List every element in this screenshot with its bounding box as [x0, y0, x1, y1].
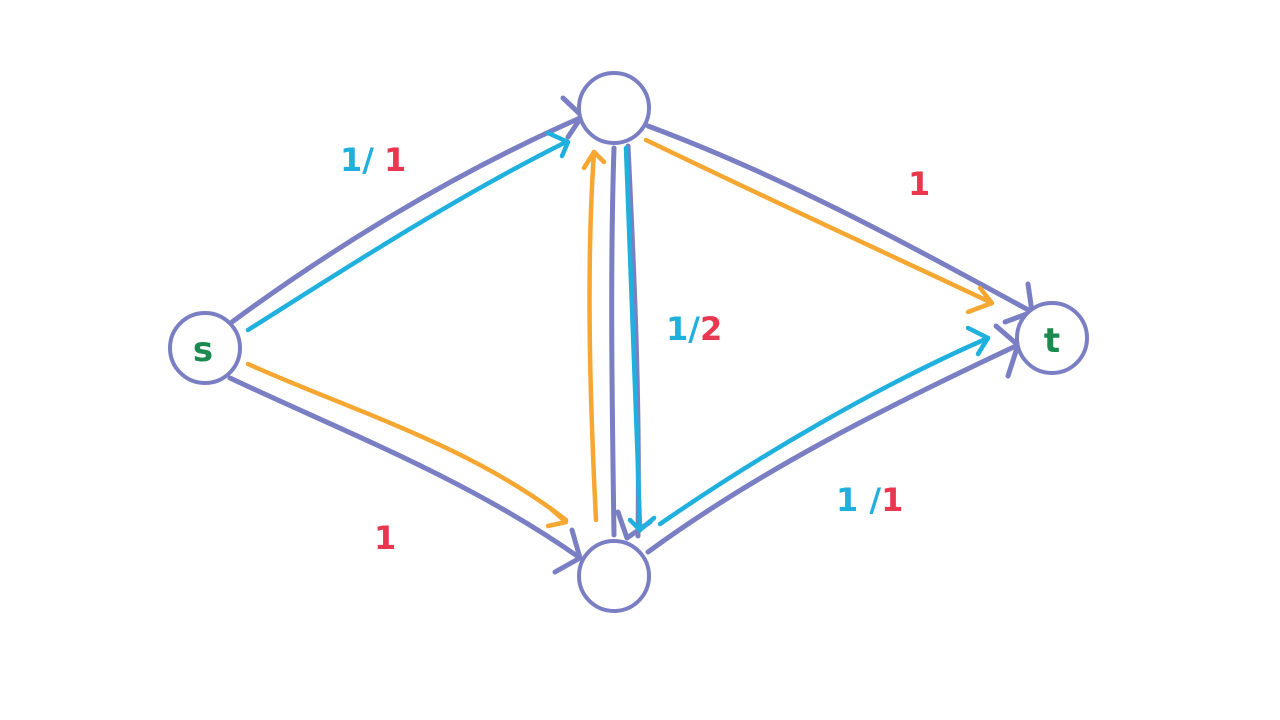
flow-orange-bottom-top	[587, 149, 599, 523]
label-top-t-capacity: 1	[908, 165, 930, 203]
flow-blue-top-bottom	[623, 145, 643, 531]
flow-orange-top-t	[643, 137, 993, 305]
label-top-bottom: 1/2	[666, 310, 722, 348]
flow-path-blue	[245, 130, 991, 533]
flow-blue-top-bottom-arrowhead	[627, 515, 657, 533]
label-s-top: 1/1	[340, 141, 406, 179]
label-s-top-capacity: 1	[384, 141, 406, 179]
flow-path-orange	[245, 137, 995, 529]
flow-blue-bottom-t	[657, 335, 991, 527]
edge-s-bottom	[227, 375, 583, 561]
flow-orange-bottom-top-arrowhead	[581, 149, 607, 171]
edge-bottom-t	[645, 342, 1021, 555]
flow-blue-s-top	[245, 139, 569, 333]
edges	[227, 95, 1035, 575]
node-s-circle	[168, 311, 242, 385]
label-s-bottom: 1	[374, 519, 396, 557]
flow-blue-bottom-t-arrowhead	[965, 325, 991, 357]
node-t-circle	[1015, 301, 1089, 375]
label-bottom-t-capacity: 1	[881, 481, 903, 519]
label-bottom-t: 1 /1	[836, 481, 903, 519]
flow-orange-top-t-arrowhead	[965, 285, 995, 315]
node-top	[577, 71, 651, 145]
nodes: s t	[168, 71, 1089, 613]
flow-orange-s-bottom	[245, 361, 569, 523]
edge-bottom-top	[609, 145, 617, 538]
label-top-t: 1	[908, 165, 930, 203]
edge-top-t	[645, 123, 1035, 315]
label-s-bottom-capacity: 1	[374, 519, 396, 557]
edge-s-top	[229, 115, 583, 325]
label-top-bottom-capacity: 2	[700, 310, 722, 348]
flow-orange-s-bottom-arrowhead	[545, 505, 569, 529]
node-t-label: t	[1044, 321, 1060, 361]
node-s: s	[168, 311, 242, 385]
label-s-top-flow: 1/	[340, 141, 374, 179]
node-s-label: s	[193, 330, 213, 370]
node-t: t	[1015, 301, 1089, 375]
label-bottom-t-flow: 1 /	[836, 481, 881, 519]
label-top-bottom-flow: 1/	[666, 310, 700, 348]
node-top-circle	[577, 71, 651, 145]
node-bottom	[577, 539, 651, 613]
edge-s-bottom-arrowhead	[552, 527, 583, 575]
node-bottom-circle	[577, 539, 651, 613]
edge-labels: 1/1 1 1/2 1 1 /1	[340, 141, 930, 557]
flow-blue-s-top-arrowhead	[545, 130, 571, 159]
